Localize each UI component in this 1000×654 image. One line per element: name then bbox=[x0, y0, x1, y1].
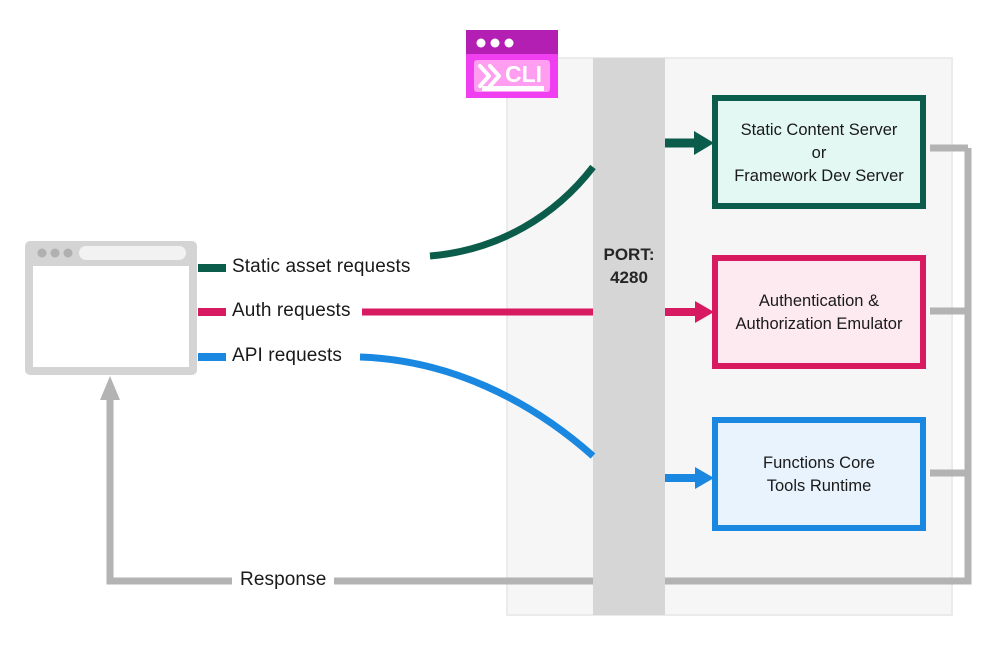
functions-runtime-box[interactable]: Functions Core Tools Runtime bbox=[712, 417, 926, 531]
cli-dot-2 bbox=[490, 38, 500, 48]
port-label-line-2: 4280 bbox=[610, 268, 648, 287]
static-box-line-1: Static Content Server bbox=[741, 121, 898, 139]
static-arrow bbox=[665, 131, 714, 155]
cli-dot-1 bbox=[476, 38, 486, 48]
auth-request-label: Auth requests bbox=[232, 300, 351, 321]
auth-emulator-box[interactable]: Authentication & Authorization Emulator bbox=[712, 255, 926, 369]
browser-address-bar bbox=[79, 246, 186, 260]
browser-dot-2 bbox=[50, 248, 60, 258]
service-return-stubs bbox=[928, 144, 968, 477]
auth-arrow bbox=[665, 301, 714, 323]
static-request-curve bbox=[429, 164, 596, 260]
cli-label: CLI bbox=[505, 61, 542, 87]
api-request-curve bbox=[359, 353, 596, 459]
static-request-label: Static asset requests bbox=[232, 256, 411, 277]
browser-dot-3 bbox=[63, 248, 73, 258]
port-label-line-1: PORT: bbox=[604, 245, 655, 264]
browser-dot-1 bbox=[37, 248, 47, 258]
browser-window-icon[interactable] bbox=[25, 241, 197, 375]
response-label: Response bbox=[232, 569, 335, 591]
functions-box-line-1: Functions Core bbox=[763, 454, 875, 472]
auth-box-line-1: Authentication & bbox=[759, 292, 879, 310]
port-label: PORT: 4280 bbox=[604, 245, 655, 287]
api-arrow bbox=[665, 467, 714, 489]
functions-box-line-2: Tools Runtime bbox=[767, 477, 872, 495]
api-request-label: API requests bbox=[232, 345, 342, 366]
legend-swatches bbox=[198, 264, 226, 361]
static-content-server-box[interactable]: Static Content Server or Framework Dev S… bbox=[712, 95, 926, 209]
port-band bbox=[593, 58, 665, 615]
auth-box-line-2: Authorization Emulator bbox=[736, 315, 903, 333]
static-box-line-3: Framework Dev Server bbox=[734, 167, 904, 185]
cli-window-icon[interactable]: CLI bbox=[466, 30, 558, 98]
cli-prompt-underline bbox=[482, 86, 544, 91]
static-box-line-2: or bbox=[812, 144, 827, 162]
cli-dot-3 bbox=[504, 38, 514, 48]
cli-chevron-icon bbox=[478, 64, 501, 88]
